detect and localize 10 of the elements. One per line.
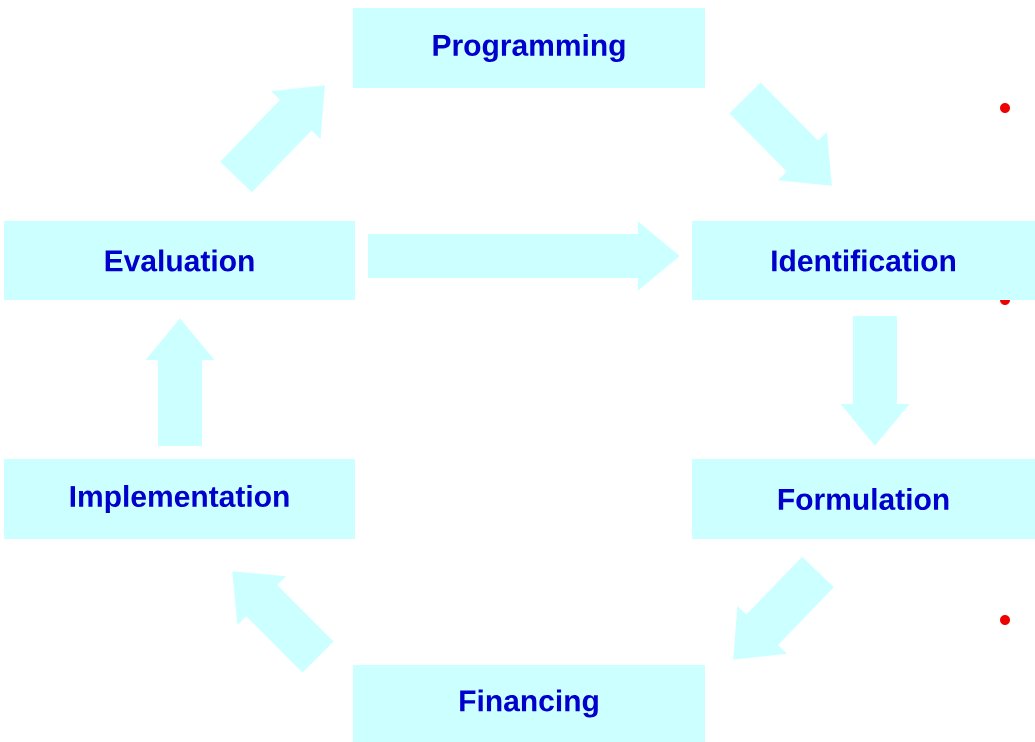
block-arrow (733, 556, 834, 660)
process-box: Financing (353, 665, 705, 742)
process-box: Evaluation (4, 221, 355, 300)
block-arrow (729, 82, 832, 186)
process-box: Formulation (692, 459, 1035, 539)
process-box: Programming (353, 8, 705, 88)
block-arrow (232, 571, 334, 673)
block-arrow (220, 85, 325, 193)
process-box: Identification (692, 221, 1035, 300)
process-box: Implementation (4, 459, 355, 539)
